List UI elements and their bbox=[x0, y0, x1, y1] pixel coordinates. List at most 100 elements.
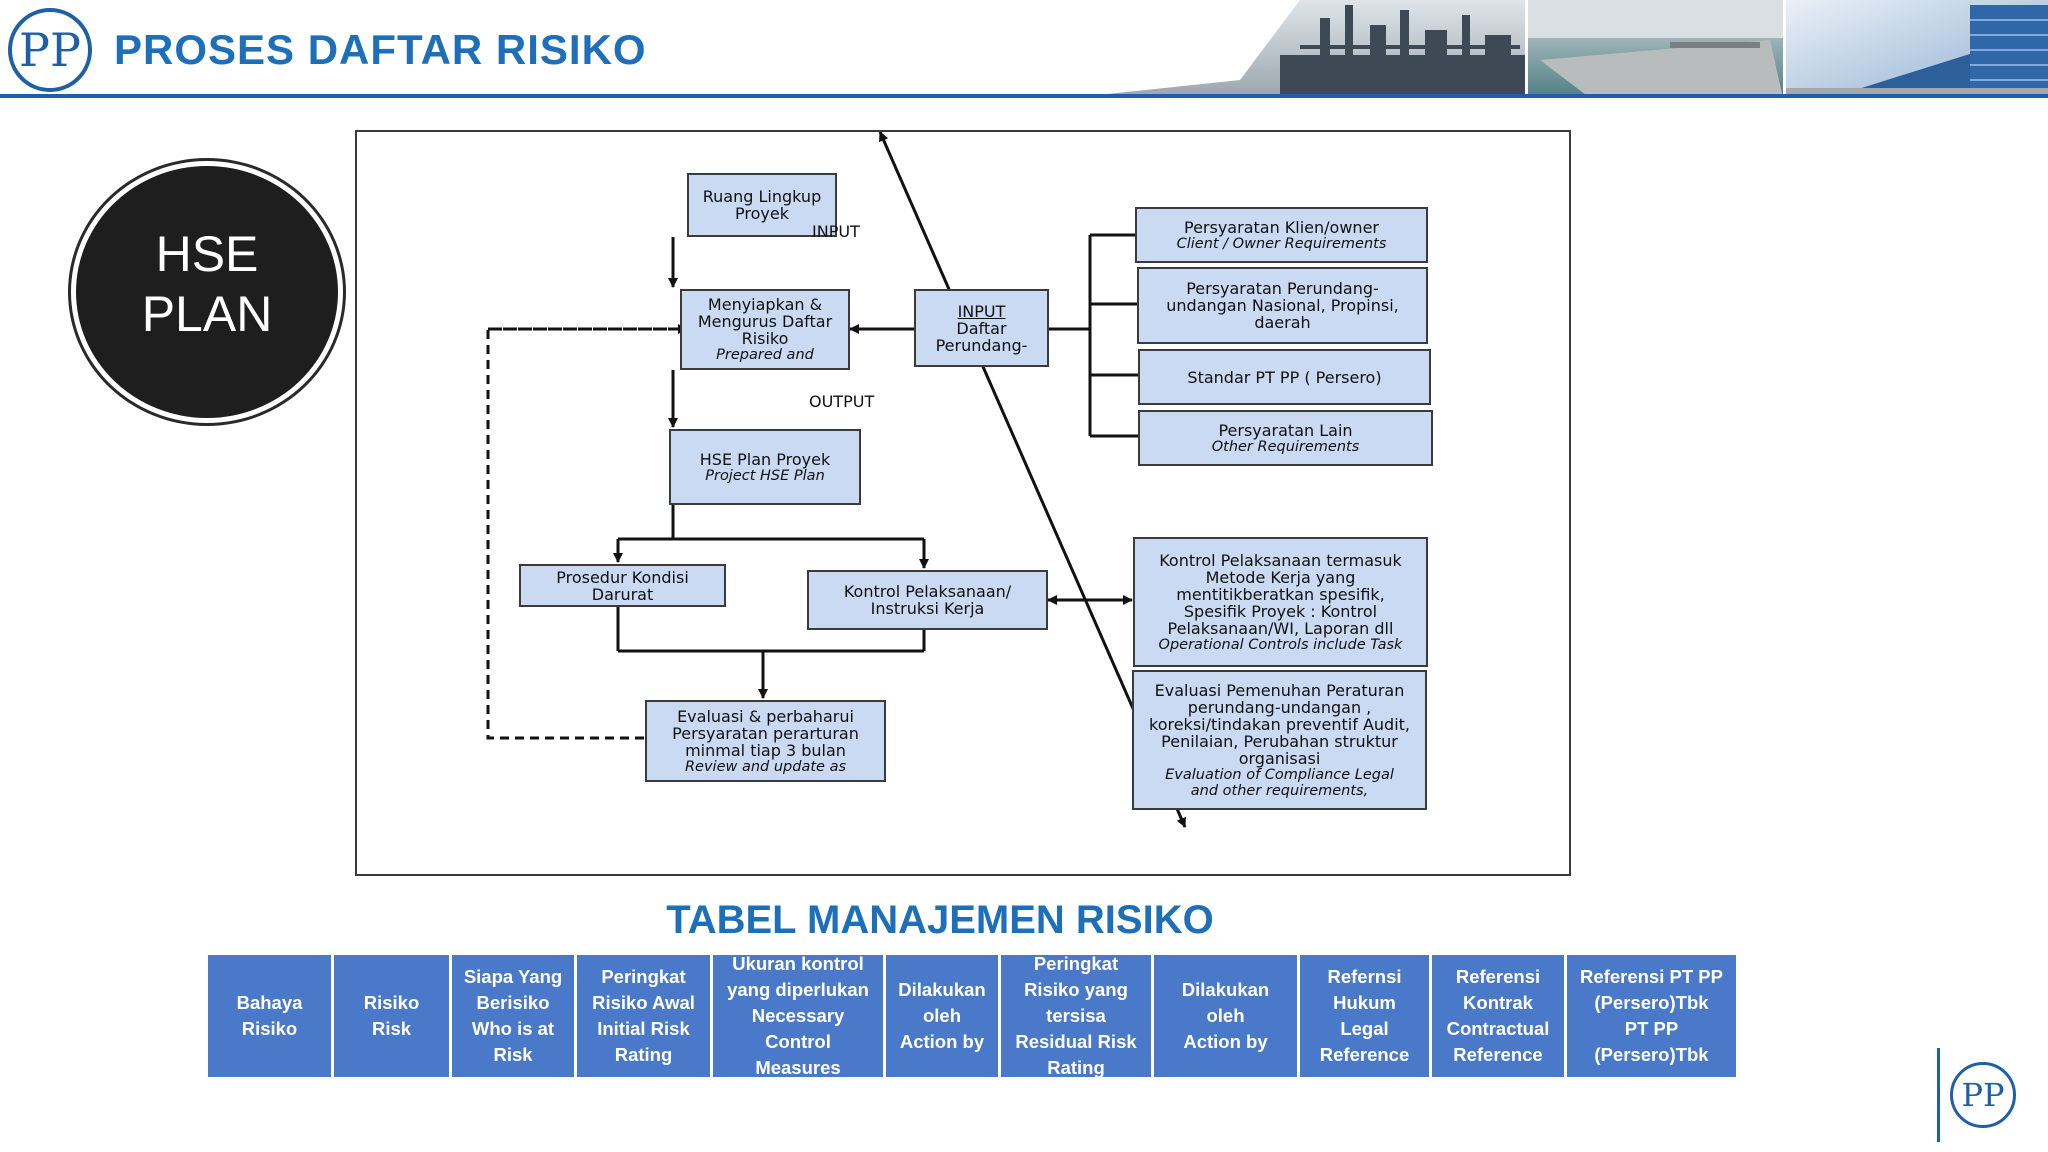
feedback-loop-dashed bbox=[486, 327, 678, 740]
table-header-line: oleh bbox=[922, 1005, 962, 1026]
text: INPUT bbox=[957, 301, 1006, 321]
table-header-line: Dilakukan bbox=[1181, 979, 1270, 1000]
table-header-line: (Persero)Tbk bbox=[1594, 992, 1709, 1013]
hse-plan-line-1: HSE bbox=[155, 226, 259, 282]
box-menyiapkan: Menyiapkan & Mengurus Daftar Risiko Prep… bbox=[680, 289, 850, 370]
hse-plan-badge bbox=[76, 166, 338, 418]
table-header-line: Risk bbox=[493, 1044, 533, 1065]
text: Daftar bbox=[956, 318, 1007, 338]
table-header-line: Residual Risk bbox=[1015, 1031, 1137, 1052]
table-header-line: Reference bbox=[1319, 1044, 1410, 1065]
text: Risiko bbox=[741, 329, 789, 348]
text: Operational Controls include Task bbox=[1158, 636, 1403, 653]
text: Darurat bbox=[591, 584, 654, 604]
text: koreksi/tindakan preventif Audit, bbox=[1149, 714, 1410, 734]
box-kontrol-desc: Kontrol Pelaksanaan termasuk Metode Kerj… bbox=[1133, 537, 1428, 667]
text: Evaluasi & perbaharui bbox=[677, 706, 854, 726]
table-header-line: Initial Risk bbox=[597, 1018, 690, 1039]
text: Persyaratan Perundang- bbox=[1186, 279, 1379, 298]
table-header-line: tersisa bbox=[1046, 1005, 1106, 1026]
table-header-line: Necessary bbox=[751, 1005, 845, 1026]
box-ruang-lingkup: Ruang Lingkup Proyek bbox=[687, 173, 837, 237]
text: Spesifik Proyek : Kontrol bbox=[1183, 601, 1378, 621]
table-header-line: Kontrak bbox=[1463, 992, 1533, 1013]
table-header-line: Risiko bbox=[363, 992, 420, 1013]
header-photo-banner bbox=[1070, 0, 2048, 98]
text: Ruang Lingkup bbox=[702, 187, 822, 206]
text: HSE Plan Proyek bbox=[699, 449, 831, 469]
text: Persyaratan perarturan bbox=[672, 723, 859, 743]
table-header-line: Risiko bbox=[241, 1018, 298, 1039]
label-input-top: INPUT bbox=[812, 222, 860, 241]
box-hse-plan: HSE Plan Proyek Project HSE Plan bbox=[669, 429, 861, 505]
table-header-line: Control bbox=[765, 1031, 831, 1052]
text: Menyiapkan & bbox=[707, 295, 823, 314]
table-header-line: Rating bbox=[614, 1044, 673, 1065]
table-header-line: (Persero)Tbk bbox=[1594, 1044, 1709, 1065]
table-header-line: Contractual bbox=[1446, 1018, 1550, 1039]
text: mentitikberatkan spesifik, bbox=[1176, 584, 1385, 604]
box-req-lain: Persyaratan Lain Other Requirements bbox=[1138, 410, 1433, 466]
text: minmal tiap 3 bulan bbox=[685, 740, 846, 760]
text: Evaluation of Compliance Legal bbox=[1165, 766, 1394, 783]
table-header-line: Action by bbox=[1183, 1031, 1268, 1052]
table-header-line: Ukuran kontrol bbox=[732, 955, 864, 974]
table-header-line: PT PP bbox=[1624, 1018, 1679, 1039]
table-header-line: Rating bbox=[1047, 1057, 1105, 1077]
text: and other requirements, bbox=[1190, 782, 1369, 799]
hse-plan-line-2: PLAN bbox=[141, 286, 273, 342]
text: Kontrol Pelaksanaan/ bbox=[843, 582, 1012, 601]
box-prosedur-darurat: Prosedur Kondisi Darurat bbox=[519, 564, 726, 607]
text: Standar PT PP ( Persero) bbox=[1187, 367, 1382, 387]
text: Pelaksanaan/WI, Laporan dll bbox=[1167, 618, 1394, 638]
text: Project HSE Plan bbox=[705, 467, 825, 484]
table-header-line: Siapa Yang bbox=[463, 966, 563, 987]
box-kontrol-pelaksanaan: Kontrol Pelaksanaan/ Instruksi Kerja bbox=[807, 570, 1048, 630]
table-header-line: Legal bbox=[1340, 1018, 1389, 1039]
box-evaluasi: Evaluasi & perbaharui Persyaratan perart… bbox=[645, 700, 886, 782]
corner-divider bbox=[1937, 1048, 1940, 1142]
table-header-line: Risiko yang bbox=[1024, 979, 1128, 1000]
header-photos bbox=[1070, 0, 2048, 98]
page-title: PROSES DAFTAR RISIKO bbox=[114, 26, 647, 73]
table-header-line: Dilakukan bbox=[898, 979, 986, 1000]
table-header-line: Who is at bbox=[471, 1018, 555, 1039]
pp-logo-corner: PP bbox=[1950, 1062, 2016, 1128]
box-req-perundang: Persyaratan Perundang- undangan Nasional… bbox=[1137, 267, 1428, 344]
box-input-daftar: INPUT Daftar Perundang- bbox=[914, 289, 1049, 367]
table-header-line: Referensi bbox=[1455, 966, 1541, 987]
box-evaluasi-desc: Evaluasi Pemenuhan Peraturan perundang-u… bbox=[1132, 670, 1427, 810]
text: Prepared and bbox=[716, 347, 814, 363]
table-header-line: Peringkat bbox=[601, 966, 686, 987]
text: daerah bbox=[1254, 313, 1311, 332]
table-title: TABEL MANAJEMEN RISIKO bbox=[666, 898, 1214, 942]
table-header-line: Berisiko bbox=[476, 992, 550, 1013]
table-header-line: Risiko Awal bbox=[592, 992, 695, 1013]
table-header-line: Risk bbox=[371, 1018, 412, 1039]
flowchart-frame: Ruang Lingkup Proyek INPUT Menyiapkan & … bbox=[355, 130, 1571, 876]
text: Persyaratan Klien/owner bbox=[1184, 217, 1379, 237]
table-header-line: oleh bbox=[1206, 1005, 1245, 1026]
table-header-line: Refernsi bbox=[1327, 966, 1402, 987]
header-divider bbox=[0, 94, 2048, 98]
hse-plan-text: HSE PLAN bbox=[76, 224, 338, 344]
text: Metode Kerja yang bbox=[1205, 567, 1356, 587]
table-header-line: Peringkat bbox=[1033, 955, 1119, 974]
text: Perundang- bbox=[935, 335, 1028, 355]
table-header-line: Bahaya bbox=[236, 992, 303, 1013]
text: Kontrol Pelaksanaan termasuk bbox=[1159, 550, 1402, 570]
